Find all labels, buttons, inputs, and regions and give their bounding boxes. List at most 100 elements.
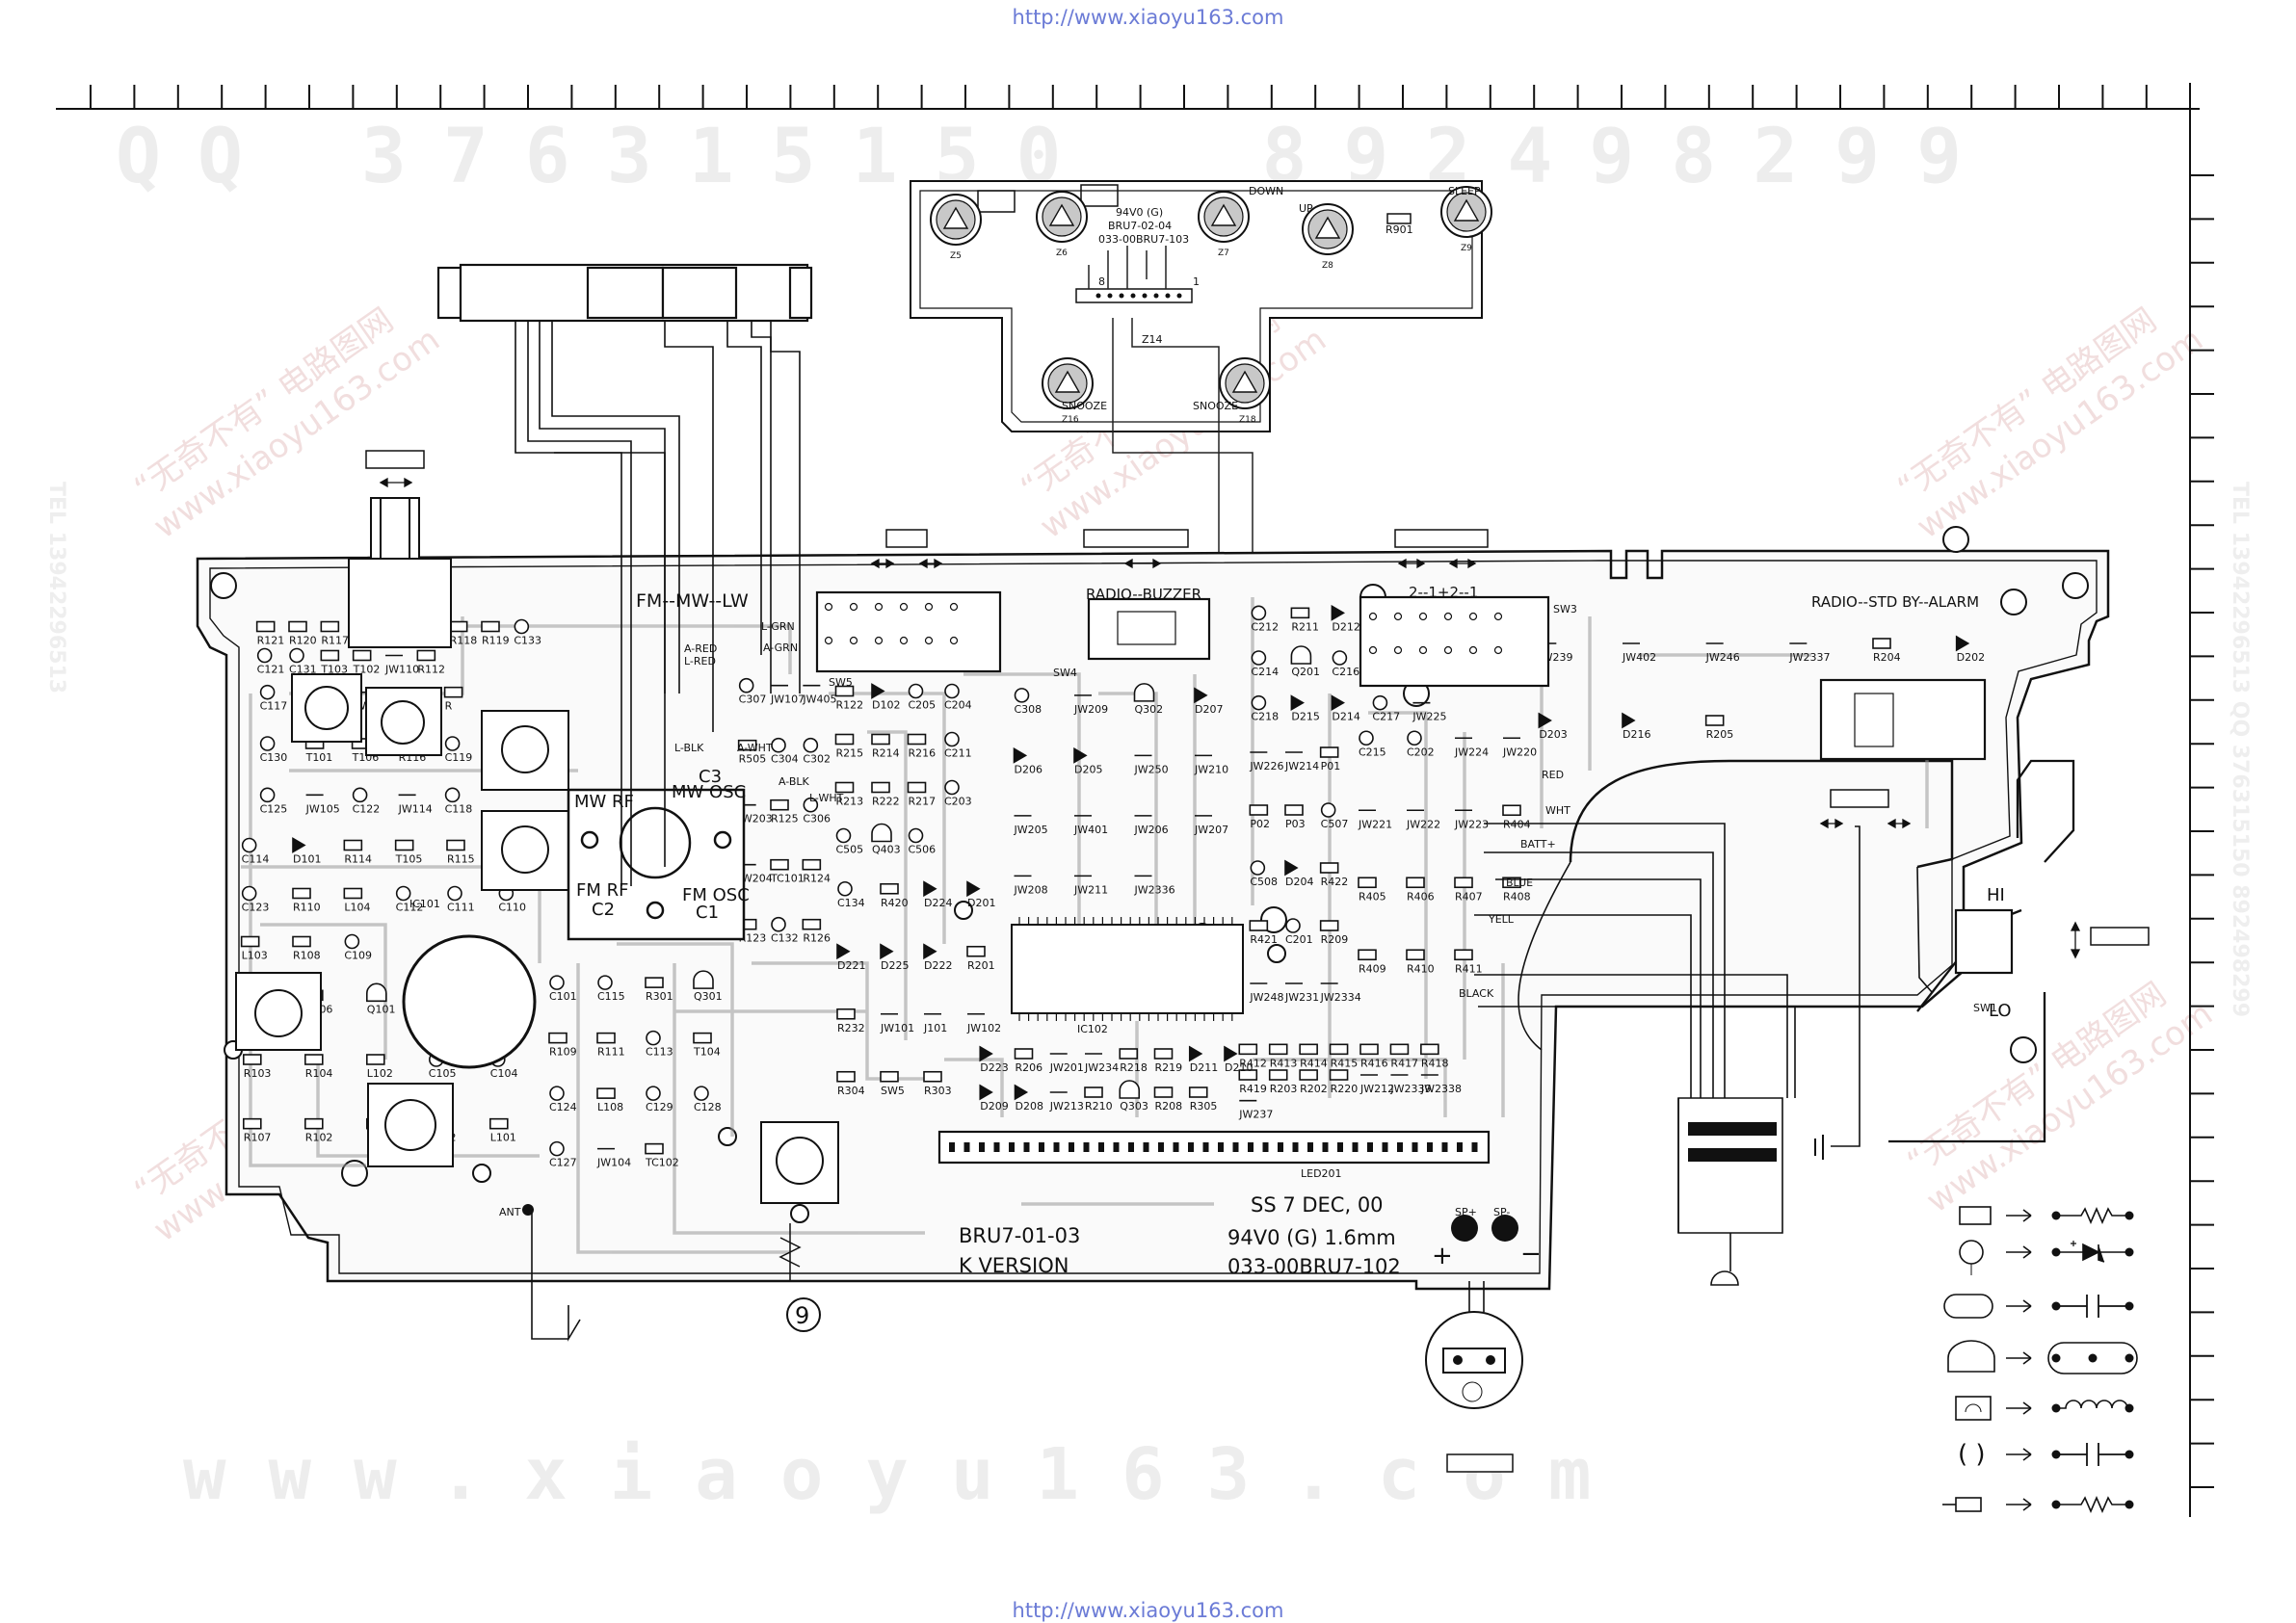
component-r111 [596, 1032, 616, 1044]
component-label: R117 [321, 635, 349, 647]
component-c130 [259, 736, 276, 751]
component-label: JW107 [770, 694, 805, 706]
component-label: D207 [1195, 703, 1223, 716]
component-d214 [1331, 694, 1345, 712]
label-ic101: IC101 [409, 898, 440, 910]
component-label: R203 [1270, 1083, 1298, 1095]
component-d205 [1073, 746, 1088, 764]
component-c129 [646, 1086, 661, 1101]
via-hole [790, 1204, 809, 1223]
component-r412 [1238, 1043, 1258, 1056]
component-label: C121 [257, 664, 285, 676]
component-label: D225 [881, 959, 909, 972]
keypad-button-z9[interactable]: Z9 [1440, 186, 1492, 253]
component-label: C111 [447, 902, 475, 914]
keypad-button-z6[interactable]: Z6 [1036, 191, 1088, 258]
component-label: R216 [909, 747, 937, 760]
component-label: T104 [693, 1046, 721, 1059]
component-r124 [802, 858, 822, 871]
symbol-legend: ( ) [1942, 1206, 2138, 1514]
component-label: T102 [353, 664, 381, 676]
component-r109 [548, 1032, 567, 1044]
component-label: C215 [1359, 746, 1386, 758]
pcb-date: SS 7 DEC, 00 [1251, 1193, 1384, 1217]
mounting-hole [2010, 1036, 2037, 1063]
component-c123 [241, 885, 257, 902]
component-q302 [1133, 683, 1155, 702]
source-url-top: http://www.xiaoyu163.com [1012, 6, 1284, 29]
component-label: D212 [1332, 620, 1359, 633]
component-c304 [771, 737, 786, 753]
component-label: R102 [305, 1132, 333, 1144]
component-r214 [871, 733, 890, 746]
component-c114 [241, 837, 257, 853]
source-url-bottom: http://www.xiaoyu163.com [1012, 1599, 1284, 1622]
component-r505 [737, 739, 757, 751]
component-q101 [366, 982, 387, 1003]
component-label: P01 [1321, 760, 1341, 772]
component-label: R405 [1359, 890, 1386, 903]
component-label: JW402 [1622, 651, 1656, 664]
component-label: D211 [1190, 1061, 1218, 1074]
component-label: JW104 [596, 1157, 631, 1169]
mounting-hole [2000, 589, 2027, 615]
component-r415 [1329, 1043, 1349, 1056]
component-label: JW2338 [1420, 1083, 1462, 1095]
label-sw4: SW4 [1053, 667, 1077, 679]
component-label: JW214 [1284, 760, 1319, 772]
component-c119 [444, 736, 461, 751]
component-c302 [803, 737, 819, 753]
component-r217 [907, 781, 927, 794]
component-d207 [1194, 687, 1208, 704]
component-d225 [880, 943, 894, 960]
keypad-label-z9: Z9 [1461, 244, 1472, 253]
component-label: R [445, 700, 453, 713]
keypad-label-z8: Z8 [1322, 261, 1333, 271]
component-d216 [1622, 712, 1636, 729]
component-c112 [395, 885, 411, 902]
component-label: R206 [1016, 1061, 1043, 1074]
component-label: C129 [646, 1101, 673, 1113]
component-label: R202 [1300, 1083, 1328, 1095]
component-q301 [693, 970, 714, 989]
component-label: JW2339 [1389, 1083, 1431, 1095]
component-label: R215 [836, 747, 864, 760]
legend-paren: ( ) [1958, 1440, 1986, 1469]
component-label: R108 [293, 950, 321, 962]
component-label: R414 [1300, 1057, 1328, 1069]
legend-row-5 [1955, 1396, 2134, 1421]
keypad-button-z18[interactable]: Z18 [1219, 357, 1271, 425]
component-label: C216 [1332, 666, 1359, 678]
component-label: R208 [1155, 1100, 1183, 1113]
sub-pcb-board [910, 180, 1483, 432]
component-r416 [1359, 1043, 1379, 1056]
via-hole [954, 901, 973, 920]
component-c203 [944, 779, 960, 796]
component-label: C308 [1015, 703, 1042, 716]
component-c128 [694, 1086, 709, 1101]
component-label: C104 [490, 1067, 518, 1080]
component-r112 [416, 649, 436, 662]
keypad-button-z5[interactable]: Z5 [930, 194, 982, 261]
ruler-top [56, 85, 2200, 110]
component-label: Q101 [367, 1003, 396, 1015]
component-c115 [597, 975, 613, 990]
component-p03 [1284, 804, 1304, 816]
component-label: C118 [445, 802, 473, 815]
component-label: JW105 [305, 802, 340, 815]
label-sp-plus: SP+ [1455, 1206, 1477, 1218]
keypad-button-z8[interactable]: Z8 [1302, 203, 1354, 271]
component-label: C217 [1372, 711, 1400, 723]
keypad-button-z16[interactable]: Z16 [1042, 357, 1094, 425]
component-r115 [446, 839, 465, 851]
component-c306 [803, 797, 819, 813]
component-label: C205 [909, 699, 937, 712]
component-r208 [1153, 1086, 1174, 1098]
sub-pcb-material: 94V0 (G) [1116, 206, 1163, 219]
component-tc101 [770, 858, 789, 871]
component-d101 [292, 837, 306, 853]
component-r305 [1188, 1086, 1208, 1098]
keypad-button-z7[interactable]: Z7 [1198, 191, 1250, 258]
component-c111 [447, 885, 462, 902]
component-l108 [596, 1087, 616, 1099]
